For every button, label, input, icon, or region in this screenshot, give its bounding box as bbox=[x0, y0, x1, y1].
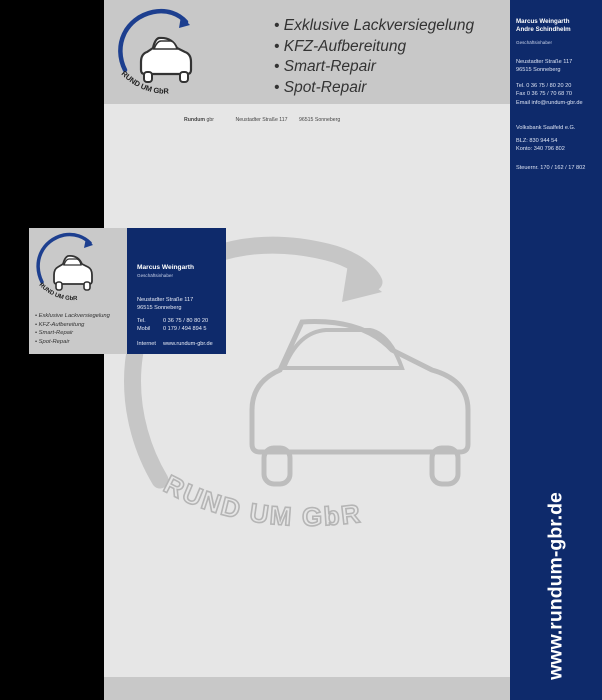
card-website: www.rundum-gbr.de bbox=[163, 341, 213, 347]
phone: Tel. 0 36 75 / 80 20 20 bbox=[516, 83, 572, 89]
sender-city: 96515 Sonneberg bbox=[299, 117, 341, 123]
sender-street: Neustadter Straße 117 bbox=[235, 117, 288, 123]
card-service-item: • Exklusive Lackversiegelung bbox=[35, 313, 110, 319]
service-item: • Smart-Repair bbox=[274, 58, 376, 75]
sidebar-contact: Tel. 0 36 75 / 80 20 20 Fax 0 36 75 / 70… bbox=[516, 82, 583, 107]
sidebar-address: Neustadter Straße 117 96515 Sonneberg bbox=[516, 58, 572, 75]
service-item: • KFZ-Aufbereitung bbox=[274, 37, 407, 55]
service-item: • Spot-Repair bbox=[274, 78, 367, 96]
account-number: Konto: 340 796 802 bbox=[516, 146, 565, 153]
letterhead-sheet: RUND UM GbR • Exklusive Lackversiegelung… bbox=[104, 0, 510, 700]
contact-sidebar: Marcus Weingarth Andre Schindhelm Geschä… bbox=[510, 0, 602, 700]
sidebar-tax: Steuernr. 170 / 162 / 17 802 bbox=[516, 164, 585, 172]
fax: Fax 0 36 75 / 70 68 70 bbox=[516, 91, 572, 98]
card-internet: Internet www.rundum-gbr.de bbox=[137, 340, 213, 348]
card-service-item: • Smart-Repair bbox=[35, 330, 74, 336]
owner-names: Marcus Weingarth Andre Schindhelm bbox=[516, 18, 571, 34]
sender-company: Rundum bbox=[184, 117, 206, 123]
watermark-logo-text: RUND UM GbR bbox=[158, 468, 362, 533]
owner-name: Marcus Weingarth bbox=[516, 18, 570, 25]
card-service-item: • Spot-Repair bbox=[35, 338, 70, 345]
owner-role: Geschäftsinhaber bbox=[516, 40, 553, 45]
city: 96515 Sonneberg bbox=[516, 67, 561, 74]
sidebar-bank-details: BLZ: 830 944 54 Konto: 340 796 802 bbox=[516, 137, 565, 154]
card-name: Marcus Weingarth bbox=[137, 264, 195, 271]
card-city: 96515 Sonneberg bbox=[137, 305, 182, 311]
card-contact-side: Marcus Weingarth Geschäftsinhaber Neusta… bbox=[127, 228, 226, 354]
letterhead-footer bbox=[104, 677, 510, 700]
card-street: Neustadter Straße 117 bbox=[137, 297, 194, 303]
car-logo-icon: RUND UM GbR bbox=[36, 232, 93, 302]
service-item: • Exklusive Lackversiegelung bbox=[274, 17, 475, 34]
card-mobile: 0 179 / 494 894 5 bbox=[163, 326, 207, 332]
sender-company-suffix: gbr bbox=[206, 117, 215, 123]
card-address: Neustadter Straße 117 96515 Sonneberg bbox=[137, 296, 193, 312]
card-service-item: • KFZ-Aufbereitung bbox=[35, 321, 85, 328]
sender-address-line: Rundum gbr Neustadter Straße 117 96515 S… bbox=[184, 117, 350, 123]
tax-number: Steuernr. 170 / 162 / 17 802 bbox=[516, 165, 586, 171]
card-tel: 0 36 75 / 80 80 20 bbox=[163, 318, 209, 324]
street: Neustadter Straße 117 bbox=[516, 59, 573, 65]
card-mobile-label: Mobil bbox=[137, 326, 151, 332]
card-role: Geschäftsinhaber bbox=[137, 273, 174, 278]
bank-code: BLZ: 830 944 54 bbox=[516, 138, 558, 144]
card-internet-label: Internet bbox=[137, 341, 156, 347]
card-phones: Tel. 0 36 75 / 80 80 20 Mobil 0 179 / 494 … bbox=[137, 317, 208, 333]
owner-name: Andre Schindhelm bbox=[516, 26, 571, 33]
services-list: • Exklusive Lackversiegelung • KFZ-Aufbe… bbox=[274, 16, 474, 98]
letterhead-header: RUND UM GbR • Exklusive Lackversiegelung… bbox=[104, 0, 510, 104]
card-tel-label: Tel. bbox=[137, 318, 146, 324]
card-services-list: • Exklusive Lackversiegelung • KFZ-Aufbe… bbox=[35, 312, 110, 346]
bank-name: Volksbank Saalfeld e.G. bbox=[516, 125, 576, 131]
sidebar-bank: Volksbank Saalfeld e.G. bbox=[516, 124, 575, 132]
car-logo-icon: RUND UM GbR bbox=[118, 8, 193, 96]
email: Email info@rundum-gbr.de bbox=[516, 99, 583, 106]
business-card: RUND UM GbR • Exklusive Lackversiegelung… bbox=[29, 228, 226, 354]
card-front-logo-side: RUND UM GbR • Exklusive Lackversiegelung… bbox=[29, 228, 127, 354]
website-vertical: www.rundum-gbr.de bbox=[544, 492, 567, 680]
svg-text:RUND UM GbR: RUND UM GbR bbox=[159, 469, 363, 532]
